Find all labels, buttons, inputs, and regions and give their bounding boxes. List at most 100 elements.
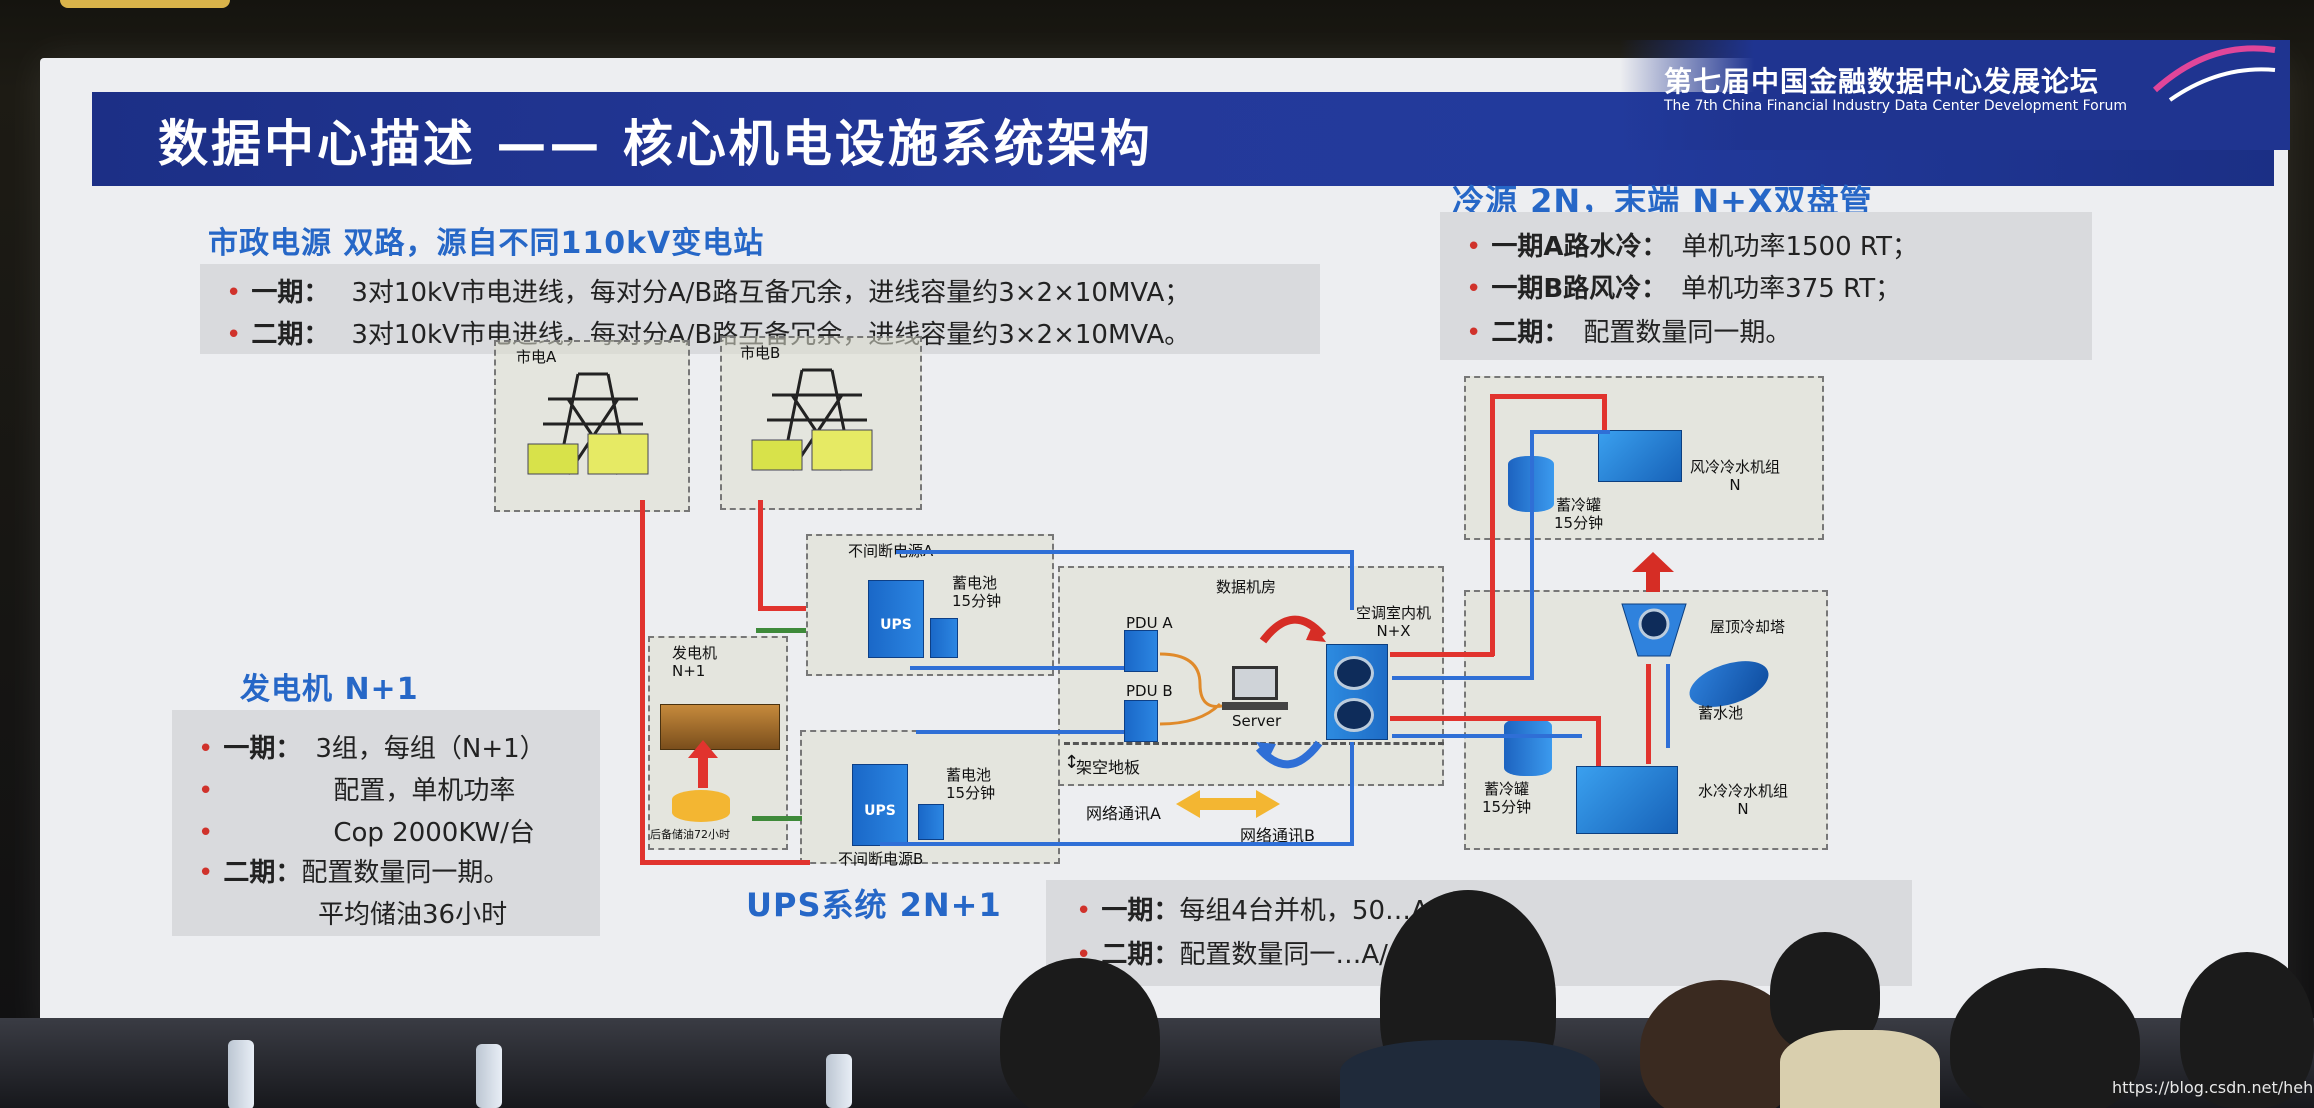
slide-title: 数据中心描述 —— 核心机电设施系统架构 xyxy=(158,115,1153,173)
tank-bottom-label: 蓄冷罐 15分钟 xyxy=(1482,780,1532,816)
net-b-label: 网络通讯B xyxy=(1240,826,1315,845)
tower-exhaust-arrow xyxy=(1646,566,1660,592)
pipe-tower-hot xyxy=(1646,664,1651,764)
net-a-label: 网络通讯A xyxy=(1086,804,1161,823)
generator-section-box xyxy=(172,710,600,936)
water-bottle-1-icon xyxy=(228,1040,254,1108)
wire-ups-a-to-pdu xyxy=(910,666,1124,670)
battery-b-label: 蓄电池 15分钟 xyxy=(946,766,996,802)
stage-light xyxy=(60,0,230,8)
ups-b-unit: UPS xyxy=(852,764,908,846)
power-tower-a-icon xyxy=(527,372,649,475)
water-chiller-label: 水冷冷水机组 N xyxy=(1698,782,1789,818)
power-tower-b-icon xyxy=(751,368,873,471)
wire-crac-drop xyxy=(1350,550,1354,610)
pipe-hot-top xyxy=(1490,394,1606,399)
wire-ups-a-to-crac xyxy=(896,550,1354,554)
cooling-item-2: •一期B路风冷：单机功率375 RT； xyxy=(1466,274,1902,304)
audience-head-5 xyxy=(1950,968,2140,1108)
pipe-crac-hot-top xyxy=(1390,652,1494,657)
cooling-tower-icon xyxy=(1621,603,1687,657)
tank-bottom-icon xyxy=(1504,718,1552,776)
generator-item-4: •二期：配置数量同一期。 xyxy=(198,858,510,888)
audience-shirt-4 xyxy=(1780,1030,1940,1108)
wire-grid-a-to-ups-b xyxy=(640,860,810,865)
water-bottle-3-icon xyxy=(826,1054,852,1108)
wire-ups-b-to-pdu xyxy=(916,730,1124,734)
water-bottle-2-icon xyxy=(476,1044,502,1108)
cooling-item-1: •一期A路水冷：单机功率1500 RT； xyxy=(1466,232,1918,262)
cooling-tower-label: 屋顶冷却塔 xyxy=(1710,618,1786,636)
pipe-hot-rise xyxy=(1490,394,1495,656)
forum-name-en: The 7th China Financial Industry Data Ce… xyxy=(1664,98,2127,114)
air-chiller-unit xyxy=(1598,430,1682,482)
audience-shirt-2 xyxy=(1340,1040,1600,1108)
forum-name-cn: 第七届中国金融数据中心发展论坛 xyxy=(1664,65,2100,98)
battery-b-unit xyxy=(918,804,944,840)
generator-item-5: 平均储油36小时 xyxy=(318,900,508,930)
net-arrow-left-icon xyxy=(1176,790,1200,818)
cooling-section-box xyxy=(1440,212,2092,360)
crac-fan-top-icon xyxy=(1334,656,1374,690)
generator-item-3: •Cop 2000KW/台 xyxy=(198,818,535,848)
hot-air-arrow-icon xyxy=(1259,615,1327,644)
server-monitor-icon xyxy=(1232,666,1278,700)
wire-generator-to-ups-b xyxy=(752,816,802,821)
generator-arrow-head xyxy=(688,740,718,758)
grid-a-label: 市电A xyxy=(516,348,557,366)
water-chiller-unit xyxy=(1576,766,1678,834)
pdu-b-label: PDU B xyxy=(1126,682,1173,700)
crac-label: 空调室内机 N+X xyxy=(1356,604,1432,640)
generator-item-2: •配置，单机功率 xyxy=(198,776,516,806)
grid-a-box xyxy=(494,340,690,512)
forum-logo-icon xyxy=(2152,45,2276,102)
grid-b-box xyxy=(720,336,922,510)
air-chiller-label: 风冷冷水机组 N xyxy=(1690,458,1781,494)
generator-item-1: •一期：3组，每组（N+1） xyxy=(198,734,546,764)
data-room-label: 数据机房 xyxy=(1216,578,1277,596)
generator-up-arrow-icon xyxy=(698,748,708,788)
pipe-tower-cold xyxy=(1666,664,1670,748)
grid-b-label: 市电B xyxy=(740,344,781,362)
pipe-cold-to-crac xyxy=(1392,676,1532,680)
ups-b-label: 不间断电源B xyxy=(838,850,924,868)
generator-section-title: 发电机 N+1 xyxy=(240,672,419,707)
audience-head-6 xyxy=(2180,952,2314,1108)
power-section-title: 市政电源 双路，源自不同110kV变电站 xyxy=(208,226,765,261)
wire-ups-b-to-crac xyxy=(880,842,1354,846)
pipe-cold-bottom xyxy=(1392,734,1582,738)
raised-floor-line xyxy=(1064,742,1444,745)
wire-generator-to-ups-a xyxy=(756,628,806,633)
tower-exhaust-arrow-head xyxy=(1632,552,1674,572)
power-item-1: •一期：3对10kV市电进线，每对分A/B路互备冗余，进线容量约3×2×10MV… xyxy=(226,278,1191,308)
power-item-2: •二期：3对10kV市电进线，每对分A/B路互备冗余，进线容量约3×2×10MV… xyxy=(226,320,1191,350)
net-arrow-right-icon xyxy=(1256,790,1280,818)
pdu-a-unit xyxy=(1124,630,1158,672)
oil-tank-icon xyxy=(672,790,730,822)
ups-section-title: UPS系统 2N+1 xyxy=(746,886,1002,924)
ups-item-2: •二期：配置数量同一…A/台 xyxy=(1076,940,1414,970)
pdu-b-unit xyxy=(1124,700,1158,742)
ups-a-label: 不间断电源A xyxy=(848,542,934,560)
pipe-hot-into-chiller xyxy=(1602,394,1607,434)
crac-fan-bottom-icon xyxy=(1334,698,1374,732)
pipe-hot-into-water-chiller xyxy=(1596,716,1601,766)
audience-head-1 xyxy=(1000,958,1160,1108)
battery-a-unit xyxy=(930,618,958,658)
pdu-a-label: PDU A xyxy=(1126,614,1173,632)
raised-floor-label: 架空地板 xyxy=(1076,758,1141,777)
wire-crac-rise xyxy=(1350,742,1354,844)
server-label: Server xyxy=(1232,712,1282,730)
pdu-cable-icon xyxy=(1160,652,1231,726)
wire-grid-b-down xyxy=(758,500,763,610)
wire-grid-a-down xyxy=(640,500,645,864)
cold-air-arrow-icon xyxy=(1255,740,1323,769)
tank-top-label: 蓄冷罐 15分钟 xyxy=(1554,496,1604,532)
net-arrow-shaft xyxy=(1200,798,1256,810)
cooling-item-3: •二期：配置数量同一期。 xyxy=(1466,318,1792,348)
wire-grid-b-to-ups-a xyxy=(758,606,806,611)
pipe-crac-hot-bottom xyxy=(1390,716,1600,721)
generator-icon xyxy=(660,704,780,750)
oil-label: 后备储油72小时 xyxy=(650,828,730,841)
